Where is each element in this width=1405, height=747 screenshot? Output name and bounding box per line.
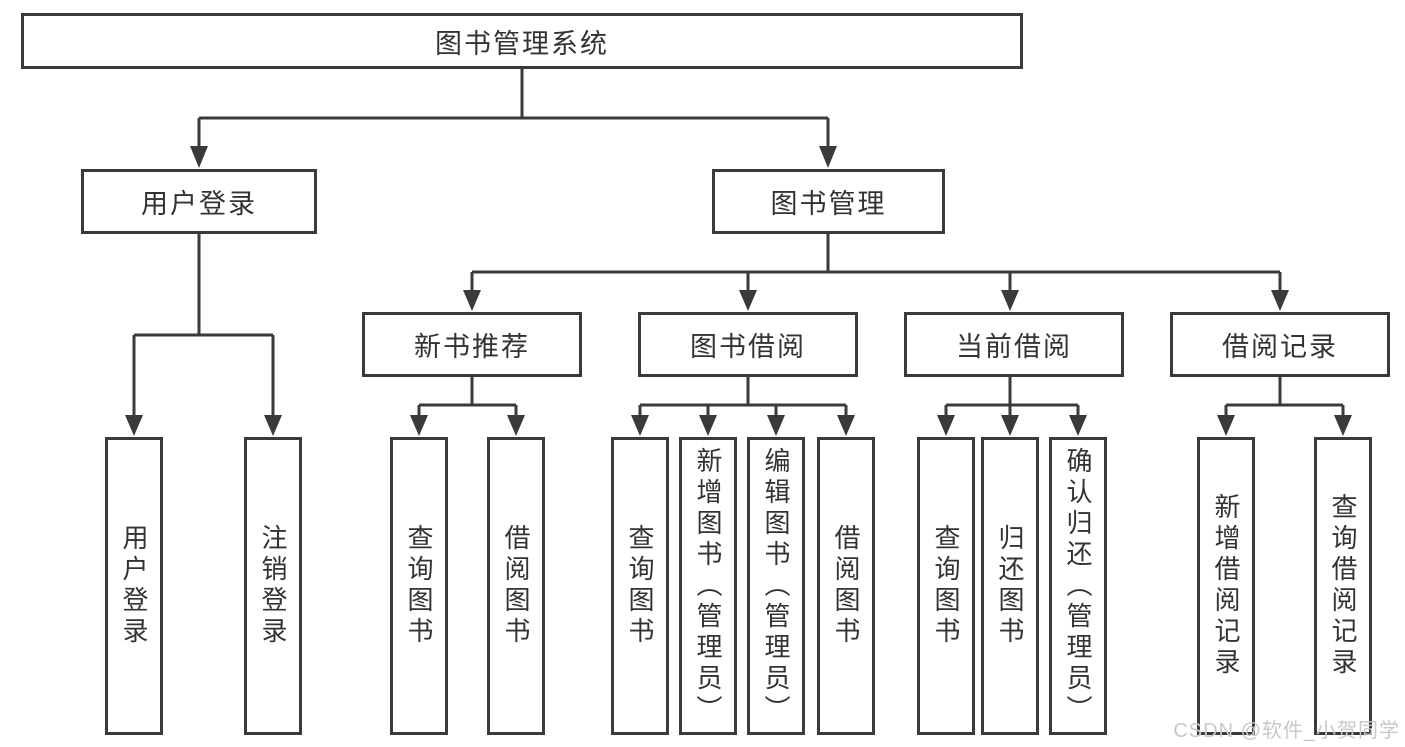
leaf-cb-return-books: 归还图书 [981, 437, 1039, 735]
leaf-br-add-record-label: 新增借阅记录 [1211, 493, 1241, 679]
node-root: 图书管理系统 [21, 13, 1023, 69]
leaf-br-query-record: 查询借阅记录 [1314, 437, 1372, 735]
leaf-bb-add-books-label: 新增图书（管理员） [693, 446, 723, 726]
node-user-login: 用户登录 [81, 169, 317, 234]
leaf-bb-query-books-label: 查询图书 [625, 524, 655, 648]
leaf-nbr-query-books: 查询图书 [390, 437, 448, 735]
leaf-nbr-borrow-books: 借阅图书 [487, 437, 545, 735]
node-borrow-records-label: 借阅记录 [1222, 332, 1338, 362]
leaf-cb-confirm-return-label: 确认归还（管理员） [1063, 446, 1093, 726]
leaf-logout-label: 注销登录 [258, 524, 288, 648]
leaf-bb-edit-books: 编辑图书（管理员） [747, 437, 805, 735]
leaf-bb-query-books: 查询图书 [611, 437, 669, 735]
node-root-label: 图书管理系统 [435, 28, 609, 59]
leaf-bb-borrow-books-label: 借阅图书 [831, 524, 861, 648]
leaf-cb-confirm-return: 确认归还（管理员） [1049, 437, 1107, 735]
leaf-user-login-label: 用户登录 [119, 524, 149, 648]
leaf-bb-add-books: 新增图书（管理员） [679, 437, 737, 735]
node-new-book-rec-label: 新书推荐 [414, 332, 530, 362]
leaf-nbr-borrow-books-label: 借阅图书 [501, 524, 531, 648]
leaf-cb-query-books-label: 查询图书 [931, 524, 961, 648]
leaf-nbr-query-books-label: 查询图书 [404, 524, 434, 648]
leaf-bb-borrow-books: 借阅图书 [817, 437, 875, 735]
node-current-borrow: 当前借阅 [904, 312, 1124, 377]
node-new-book-rec: 新书推荐 [362, 312, 582, 377]
leaf-bb-edit-books-label: 编辑图书（管理员） [761, 446, 791, 726]
leaf-logout: 注销登录 [244, 437, 302, 735]
leaf-br-add-record: 新增借阅记录 [1197, 437, 1255, 735]
leaf-cb-query-books: 查询图书 [917, 437, 975, 735]
leaf-user-login: 用户登录 [105, 437, 163, 735]
node-user-login-label: 用户登录 [141, 189, 257, 219]
watermark-text: CSDN @软件_小贺同学 [1173, 720, 1400, 742]
node-book-borrow: 图书借阅 [638, 312, 858, 377]
leaf-cb-return-books-label: 归还图书 [995, 524, 1025, 648]
node-book-mgmt: 图书管理 [712, 169, 945, 234]
node-current-borrow-label: 当前借阅 [956, 332, 1072, 362]
node-book-mgmt-label: 图书管理 [770, 189, 887, 219]
node-borrow-records: 借阅记录 [1170, 312, 1390, 377]
node-book-borrow-label: 图书借阅 [690, 332, 806, 362]
tree-edges [132, 69, 1345, 419]
leaf-br-query-record-label: 查询借阅记录 [1328, 493, 1358, 679]
